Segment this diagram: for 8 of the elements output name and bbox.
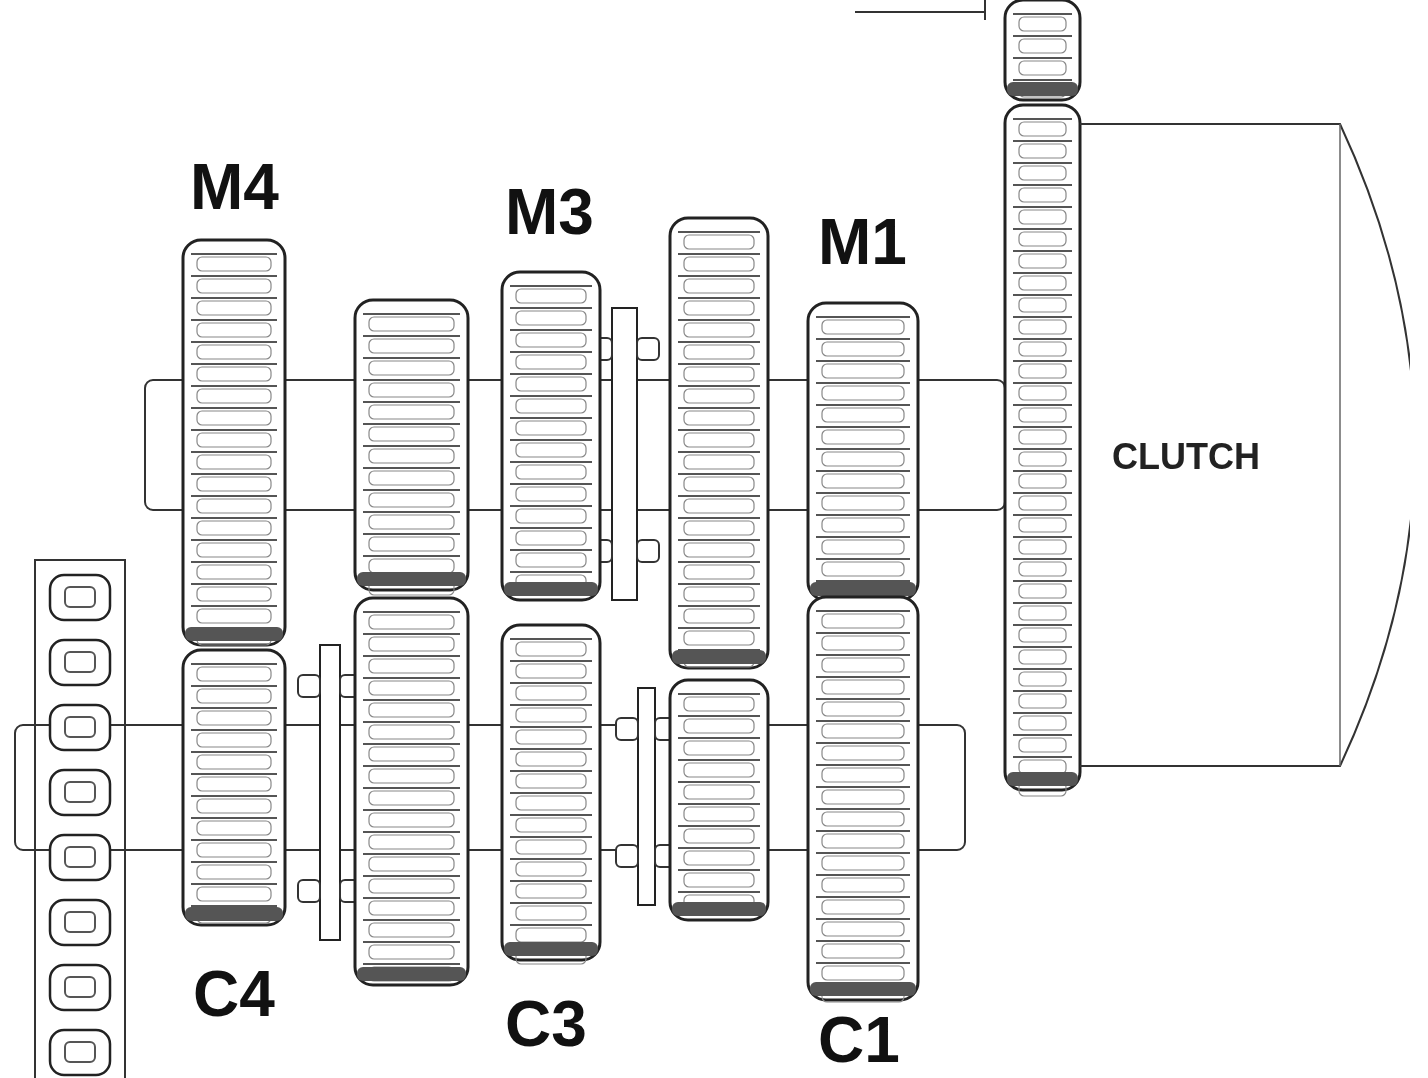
- clutch-housing: [1080, 120, 1410, 770]
- gear-label: C4: [193, 962, 275, 1026]
- clutch-label: CLUTCH: [1112, 436, 1260, 478]
- gear-label: M4: [190, 155, 279, 219]
- gear-label: C1: [818, 1008, 900, 1072]
- gear-label: M1: [818, 210, 907, 274]
- gear-label: C3: [505, 992, 587, 1056]
- gear-label: M3: [505, 180, 594, 244]
